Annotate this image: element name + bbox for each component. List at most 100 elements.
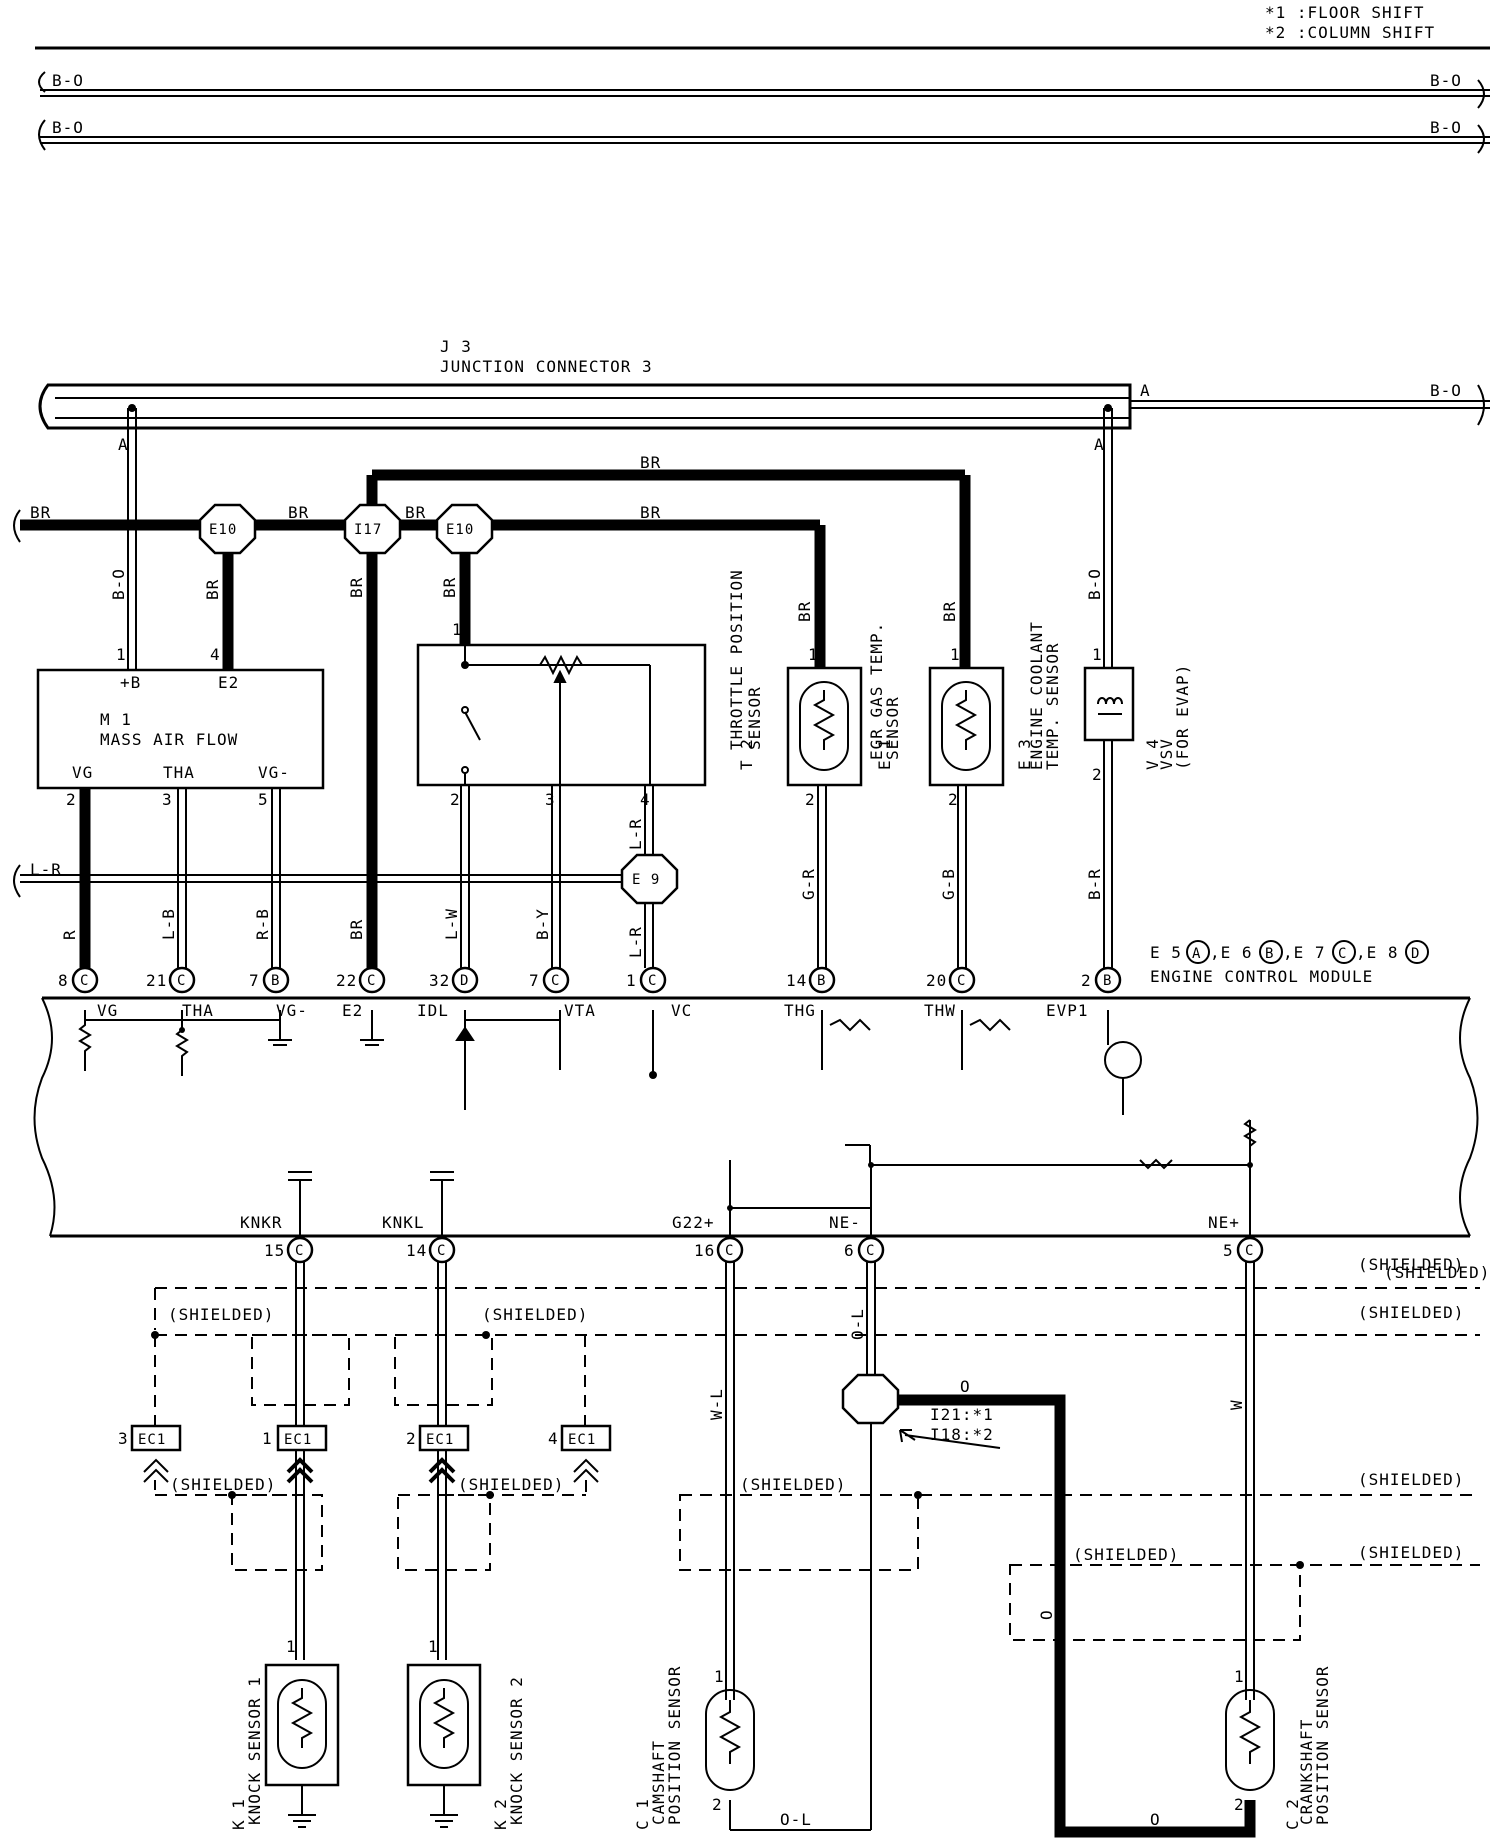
ecm-upper-signal-9: EVP1 (1046, 1001, 1089, 1020)
ecm-lower-terminal-letter-0: C (295, 1243, 304, 1259)
svg-text:L-B: L-B (159, 908, 178, 940)
shield-label-5: (SHIELDED) (170, 1475, 276, 1494)
m1-pin1: 1 (116, 645, 127, 664)
shield-label-8: (SHIELDED) (1358, 1470, 1464, 1489)
v4-vsv (1083, 666, 1135, 742)
c1-line2: POSITION SENSOR (665, 1666, 684, 1826)
junction-code: J 3 (440, 337, 472, 356)
t2-code: T 2 (737, 738, 756, 770)
e1-line2: SENSOR (883, 696, 902, 760)
junction-pin-a: A (1140, 381, 1151, 400)
ec1-label-1: EC1 (284, 1432, 312, 1448)
svg-text:,E 8: ,E 8 (1356, 943, 1399, 962)
e1-line1: EGR GAS TEMP. (867, 622, 886, 760)
shield-label-4: (SHIELDED) (482, 1305, 588, 1324)
svg-text:L-W: L-W (442, 908, 461, 940)
ec1-label-3: EC1 (138, 1432, 166, 1448)
ecm-upper-terminal-num-9: 2 (1081, 971, 1092, 990)
wire-a-left: A (118, 435, 129, 454)
e1-sensor (786, 666, 863, 787)
c2-line2: POSITION SENSOR (1313, 1666, 1332, 1826)
shield-label-1: (SHIELDED) (1358, 1255, 1464, 1274)
top-wire-2-left-label: B-O (52, 118, 84, 137)
c1-code: C 1 (633, 1798, 652, 1830)
e3-line2: TEMP. SENSOR (1043, 642, 1062, 770)
svg-text:A: A (1192, 946, 1201, 962)
svg-text:G-R: G-R (799, 868, 818, 900)
shield-lines (151, 1287, 1480, 1641)
k1-code: K 1 (229, 1798, 248, 1830)
note-floor-shift: *1 :FLOOR SHIFT (1265, 3, 1425, 22)
e3-line1: ENGINE COOLANT (1027, 621, 1046, 770)
wire-a-right: A (1094, 435, 1105, 454)
svg-text:BR: BR (795, 601, 814, 622)
svg-text:C: C (1338, 946, 1347, 962)
ecm-upper-terminal-letter-1: C (177, 973, 186, 989)
ecm-upper-terminal-num-2: 7 (249, 971, 260, 990)
svg-text:E 9: E 9 (632, 872, 660, 888)
shield-label-3: (SHIELDED) (168, 1305, 274, 1324)
m1-box (36, 668, 325, 790)
svg-text:BR: BR (203, 579, 222, 600)
e3-pin2: 2 (948, 790, 959, 809)
ecm-upper-signal-3: E2 (342, 1001, 363, 1020)
e1-pin1: 1 (808, 645, 819, 664)
k1-name: KNOCK SENSOR 1 (245, 1676, 264, 1825)
k2-name: KNOCK SENSOR 2 (507, 1676, 526, 1825)
ecm-upper-terminal-letter-7: B (817, 973, 826, 989)
t2-line2: SENSOR (745, 686, 764, 750)
k1-knock-sensor-1 (264, 1663, 340, 1828)
m1-pin3: 3 (162, 790, 173, 809)
m1-pin-b: +B (120, 673, 141, 692)
t2-box (416, 643, 707, 787)
ecm-upper-terminal-letter-3: C (367, 973, 376, 989)
m1-pin-e2: E2 (218, 673, 239, 692)
top-wire-2 (38, 119, 1490, 154)
ecm-upper-terminal-letter-9: B (1103, 973, 1112, 989)
svg-text:,E 6: ,E 6 (1210, 943, 1253, 962)
wire-br-i17: BR (405, 503, 426, 522)
shield-label-2: (SHIELDED) (1358, 1303, 1464, 1322)
c2-crankshaft-sensor (1225, 1689, 1275, 1791)
m1-pin2: 2 (66, 790, 77, 809)
svg-text:W-L: W-L (707, 1388, 726, 1420)
ecm-upper-terminal-num-7: 14 (786, 971, 807, 990)
svg-text:B-O: B-O (109, 568, 128, 600)
c2-line1: CRANKSHAFT (1297, 1719, 1316, 1825)
c2-pin2: 2 (1234, 1795, 1245, 1814)
m1-pin-vg: VG (72, 763, 93, 782)
ec1-pin-3: 3 (118, 1429, 129, 1448)
ecm-upper-terminal-num-6: 1 (626, 971, 637, 990)
c2-code: C 2 (1283, 1798, 1302, 1830)
ecm-upper-signal-1: THA (182, 1001, 214, 1020)
wire-br-mid: BR (640, 503, 661, 522)
m1-pin5: 5 (258, 790, 269, 809)
ecm-lower-signal-0: KNKR (240, 1213, 283, 1232)
k2-knock-sensor-2 (406, 1663, 482, 1828)
c1-pin1: 1 (714, 1667, 725, 1686)
ec1-connectors (130, 1424, 612, 1484)
ecm-upper-terminal-letter-6: C (648, 973, 657, 989)
svg-text:BR: BR (347, 577, 366, 598)
connector-i21-i18 (841, 1373, 1001, 1449)
ecm-body (33, 996, 1479, 1238)
v4-line1: VSV (1157, 738, 1176, 770)
svg-text:B-O: B-O (1085, 568, 1104, 600)
svg-text:B-Y: B-Y (533, 908, 552, 940)
c2-pin1: 1 (1234, 1667, 1245, 1686)
wire-lr-left: L-R (30, 860, 62, 879)
t2-pin3: 3 (545, 790, 556, 809)
top-wire-1-left-label: B-O (52, 71, 84, 90)
connector-e9: E 9 (620, 853, 679, 905)
m1-pin4: 4 (210, 645, 221, 664)
connector-e10-b: E10 (435, 503, 494, 555)
ecm-upper-signal-0: VG (97, 1001, 118, 1020)
ecm-lower-terminal-letter-1: C (437, 1243, 446, 1259)
c1-camshaft-sensor (705, 1689, 755, 1791)
